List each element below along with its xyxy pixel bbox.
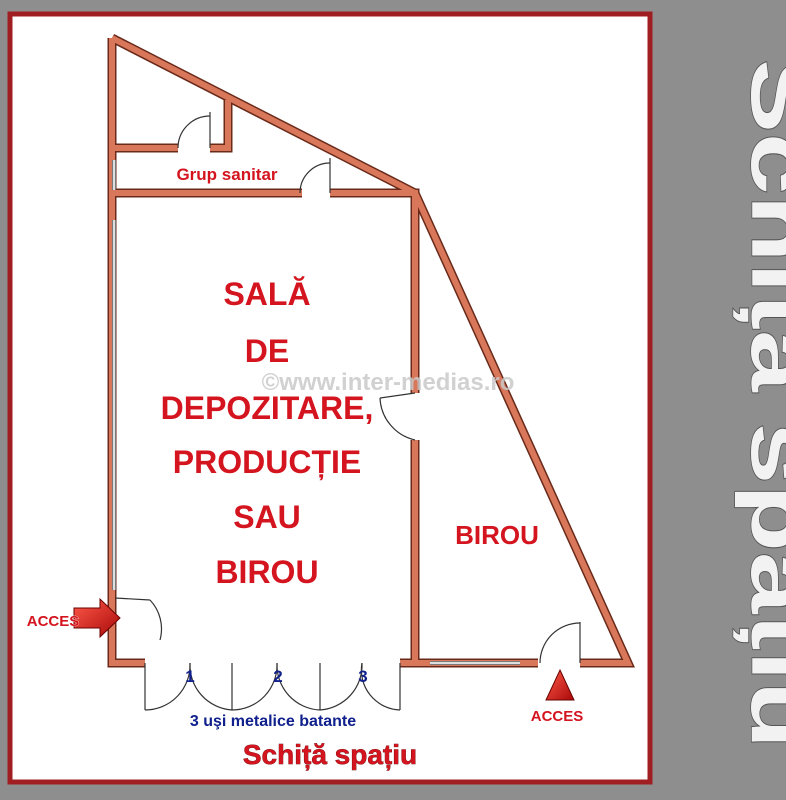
arrow-right-icon: [73, 597, 121, 639]
room-label-restroom: Grup sanitar: [176, 165, 277, 184]
main-hall-line: DE: [245, 333, 289, 369]
arrow-up-icon: [545, 668, 575, 701]
access-left-marker: ACCES: [26, 597, 121, 639]
walls: [107, 33, 635, 668]
watermark: ©www.inter-medias.ro: [262, 369, 515, 396]
access-right-label: ACCES: [531, 708, 584, 725]
access-left-label: ACCES: [27, 613, 80, 630]
side-title: Schiță spațiu: [733, 59, 786, 749]
main-hall-line: DEPOZITARE,: [161, 390, 374, 426]
main-hall-line: PRODUCȚIE: [173, 444, 361, 480]
door-number: 3: [358, 667, 367, 686]
doors-caption: 3 uşi metalice batante: [190, 713, 356, 730]
bottom-caption: Schiță spațiu: [243, 739, 417, 770]
access-right-marker: ACCES: [530, 668, 584, 725]
main-hall-line: SAU: [233, 499, 301, 535]
room-label-main-hall: SALĂ DE DEPOZITARE, PRODUCȚIE SAU BIROU: [160, 276, 374, 591]
windows: [112, 160, 520, 665]
paper-frame: [7, 11, 653, 785]
door-number: 2: [273, 667, 282, 686]
main-hall-line: SALĂ: [223, 276, 310, 312]
door-number: 1: [185, 667, 194, 686]
door-swings: [114, 112, 581, 711]
main-hall-line: BIROU: [215, 554, 318, 590]
room-label-office: BIROU: [455, 520, 539, 550]
